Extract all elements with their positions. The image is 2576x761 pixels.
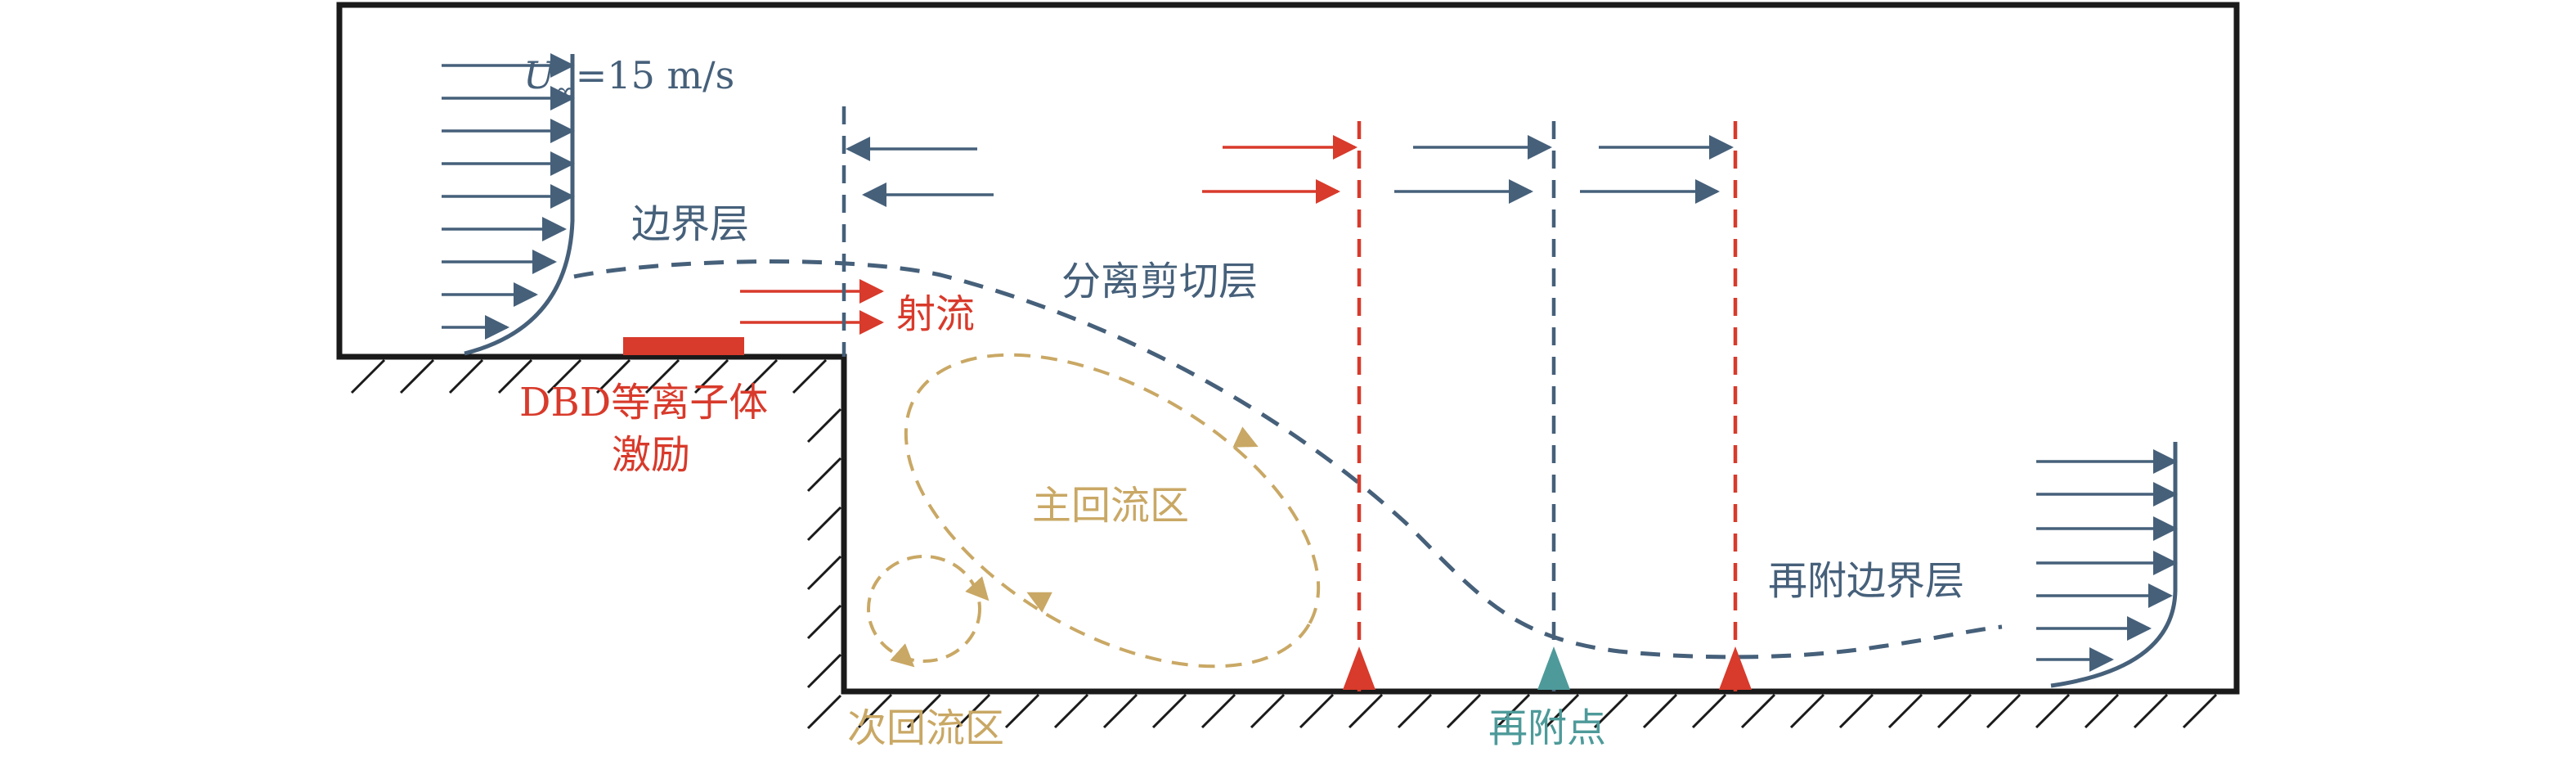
inlet-velocity-arrows <box>442 53 575 340</box>
primary-recirculation-label: 主回流区 <box>1032 483 1189 529</box>
freestream-velocity-label: U∞=15 m/s <box>523 53 734 106</box>
dbd-label-line2: 激励 <box>612 432 690 478</box>
freestream-u-symbol: U <box>523 53 557 97</box>
freestream-u-value: =15 m/s <box>576 53 734 97</box>
reattachment-markers <box>1343 646 1752 690</box>
channel-outline <box>336 2 2240 695</box>
upstream-floor-hatch <box>350 358 828 394</box>
reattached-boundary-layer-label: 再附边界层 <box>1768 558 1964 604</box>
downstream-floor-hatch <box>857 693 2218 729</box>
blue-station-arrows <box>1394 135 1552 204</box>
outlet-profile-curve <box>2050 442 2178 688</box>
step-face-hatch <box>806 408 842 730</box>
marker-red-1 <box>1343 646 1376 690</box>
downstream-station-arrows <box>1580 135 1734 204</box>
inlet-profile-curve <box>464 54 575 356</box>
reattachment-point-label: 再附点 <box>1488 705 1606 751</box>
shear-layer-label: 分离剪切层 <box>1061 259 1258 304</box>
outlet-velocity-profile <box>2036 442 2178 688</box>
wall-hatching <box>350 358 2218 730</box>
inlet-velocity-profile <box>442 53 575 356</box>
primary-loop-arrow-2 <box>1026 592 1052 613</box>
dbd-actuator <box>623 337 744 355</box>
red-station-arrows <box>1202 135 1358 204</box>
secondary-recirculation-label: 次回流区 <box>847 705 1004 751</box>
profile-stations <box>841 106 1738 691</box>
separated-shear-layer <box>573 259 2003 660</box>
marker-reattachment-point <box>1537 646 1570 690</box>
reverse-flow-arrows <box>846 137 994 207</box>
marker-red-2 <box>1719 646 1752 690</box>
primary-recirculation-loop <box>904 353 1321 669</box>
boundary-layer-label: 边界层 <box>631 201 749 247</box>
jet-arrows <box>740 279 884 335</box>
dbd-label-line1: DBD等离子体 <box>519 380 768 426</box>
outlet-velocity-arrows <box>2036 449 2178 672</box>
freestream-u-subscript: ∞ <box>555 78 576 106</box>
jet-label: 射流 <box>896 291 975 337</box>
secondary-recirculation-loop <box>867 555 990 668</box>
